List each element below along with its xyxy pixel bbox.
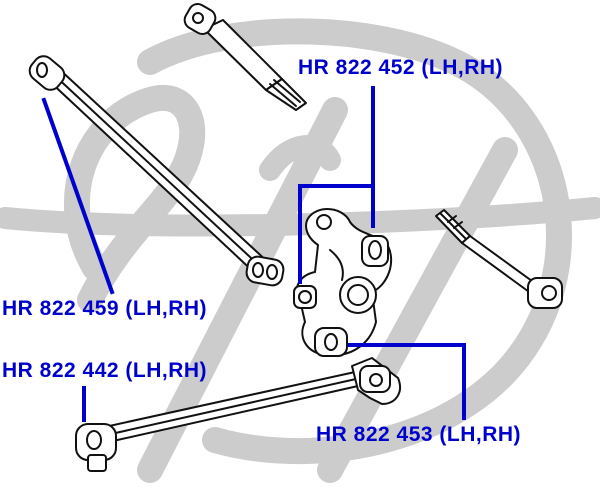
part-label-hr-822-442: HR 822 442 (LH,RH) bbox=[2, 359, 208, 382]
threaded-rod-upper bbox=[183, 3, 307, 111]
watermark-hook bbox=[259, 135, 341, 181]
leader-line-hr-822-452 bbox=[298, 86, 375, 284]
lower-lateral-arm bbox=[75, 357, 401, 472]
long-trailing-link bbox=[28, 55, 285, 287]
watermark-ring bbox=[137, 18, 572, 465]
part-label-hr-822-453: HR 822 453 (LH,RH) bbox=[316, 423, 522, 446]
threaded-rod-right bbox=[435, 209, 563, 309]
part-label-hr-822-459: HR 822 459 (LH,RH) bbox=[2, 297, 208, 320]
leader-line-hr-822-453 bbox=[348, 343, 466, 420]
steering-knuckle bbox=[293, 207, 393, 357]
watermark-diagonal-2 bbox=[317, 137, 518, 483]
leader-line-hr-822-459 bbox=[41, 97, 115, 295]
part-label-hr-822-452: HR 822 452 (LH,RH) bbox=[298, 56, 504, 79]
